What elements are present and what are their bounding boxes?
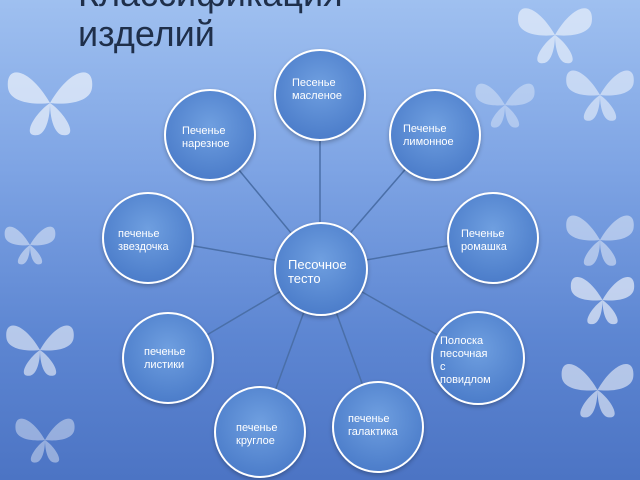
diagram-node-maslenoe: Песенье масленое <box>274 49 366 141</box>
node-label: печенье звездочка <box>118 228 169 253</box>
node-label: Печенье ромашка <box>461 228 507 253</box>
diagram-node-zvezdochka: печенье звездочка <box>102 192 194 284</box>
diagram-node-krugloe: печенье круглое <box>214 386 306 478</box>
center-node-label: Песочное тесто <box>288 257 347 286</box>
node-label: печенье галактика <box>348 413 398 438</box>
node-label: Печенье нарезное <box>182 125 230 150</box>
butterfly-decoration-icon <box>6 325 74 376</box>
diagram-node-romashka: Печенье ромашка <box>447 192 539 284</box>
butterfly-decoration-icon <box>561 363 634 418</box>
butterfly-decoration-icon <box>566 70 634 121</box>
diagram-node-galaktika: печенье галактика <box>332 381 424 473</box>
node-label: печенье круглое <box>236 422 278 447</box>
diagram-node-poloska: Полоска песочная с повидлом <box>431 311 525 405</box>
butterfly-decoration-icon <box>7 72 93 136</box>
diagram-node-limonnoe: Печенье лимонное <box>389 89 481 181</box>
butterfly-decoration-icon <box>4 226 56 265</box>
butterfly-decoration-icon <box>566 215 634 266</box>
butterfly-decoration-icon <box>15 418 75 463</box>
node-label: Полоска песочная с повидлом <box>440 335 491 386</box>
butterfly-decoration-icon <box>475 83 535 128</box>
node-label: Печенье лимонное <box>403 123 454 148</box>
node-label: Песенье масленое <box>292 77 343 102</box>
slide-title: Классификация изделий <box>78 0 343 54</box>
diagram-center-node: Песочное тесто <box>274 222 368 316</box>
butterfly-decoration-icon <box>570 277 635 325</box>
diagram-node-nareznoe: Печенье нарезное <box>164 89 256 181</box>
node-label: печенье листики <box>144 346 186 371</box>
butterfly-decoration-icon <box>518 8 592 64</box>
diagram-node-listiki: печенье листики <box>122 312 214 404</box>
